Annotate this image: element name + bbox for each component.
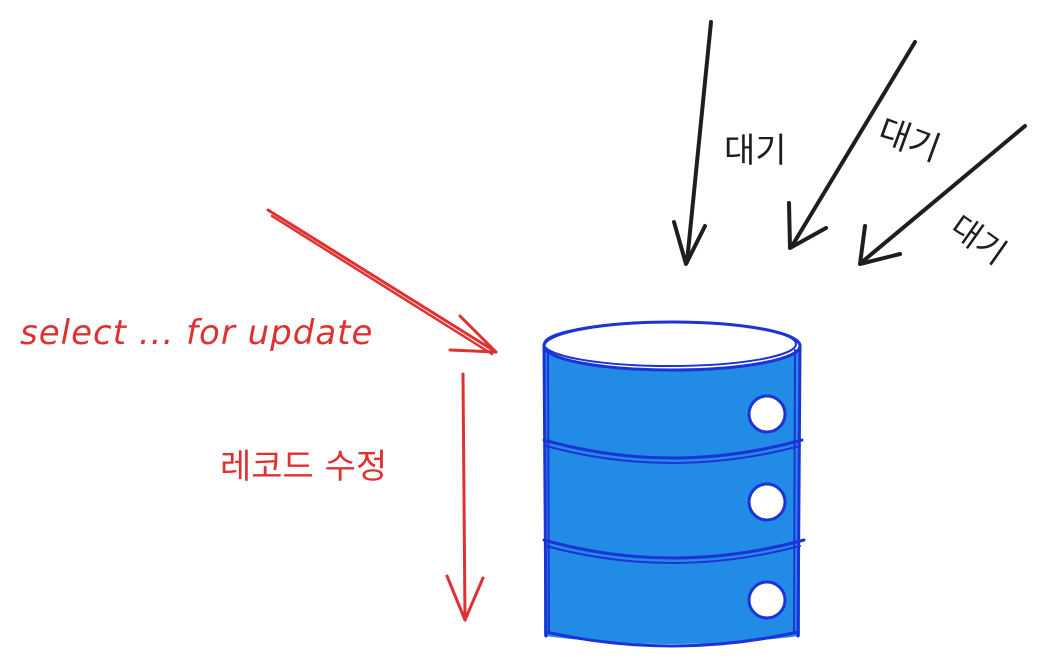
wait-arrow-1 [672,20,713,266]
db-indicator-3 [747,580,787,620]
wait-arrow-3 [858,124,1027,266]
db-indicator-1 [747,394,787,434]
modify-arrow [445,372,485,622]
wait-arrow-2 [787,40,917,250]
wait-label-2: 대기 [873,111,945,170]
lock-arrow [266,208,498,356]
db-indicator-2 [747,482,787,522]
database-icon [542,320,806,648]
lock-query-label: select ... for update [20,313,373,353]
wait-label-1: 대기 [724,131,787,171]
modify-record-label: 레코드 수정 [220,447,387,487]
wait-label-3: 대기 [943,207,1013,272]
